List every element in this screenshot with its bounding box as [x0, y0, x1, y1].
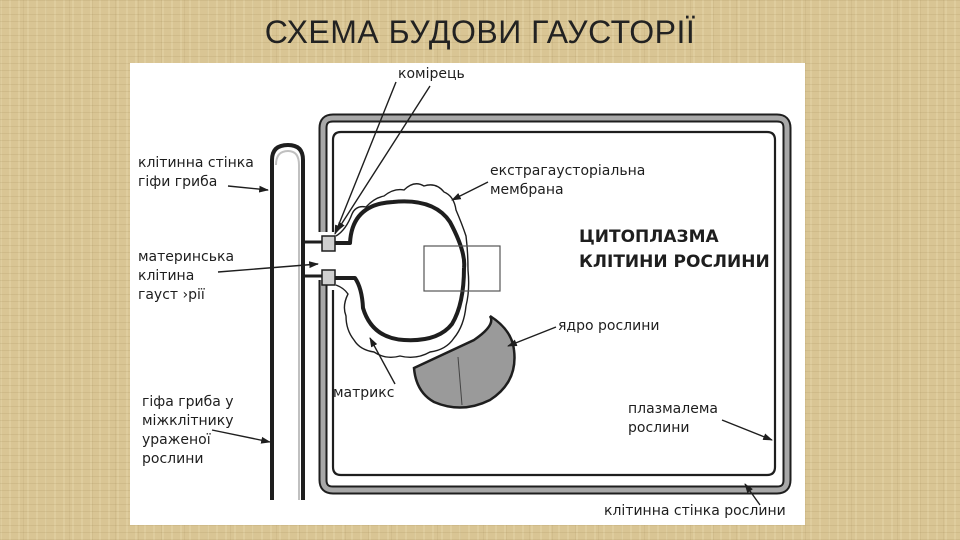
nucleus-line: [457, 356, 463, 406]
label-extrahaustorial-membrane: екстрагаусторіальна мембрана: [490, 163, 646, 198]
label-collar: комірець: [398, 66, 465, 82]
label-plant-cytoplasm: ЦИТОПЛАЗМА КЛІТИНИ РОСЛИНИ: [579, 227, 770, 272]
magnification-box: [423, 245, 501, 292]
fungal-hypha: [270, 142, 305, 500]
label-matrix: матрикс: [333, 385, 395, 401]
haustorium-body: [335, 199, 467, 343]
label-arrows: [211, 81, 773, 506]
label-plant-cell-wall: клітинна стінка рослини: [604, 503, 786, 519]
plant-nucleus: [412, 314, 516, 409]
label-hypha-wall: клітинна стінка гіфи гриба: [138, 155, 254, 190]
label-intercellular-hypha: гіфа гриба у міжклітнику ураженої рослин…: [142, 394, 234, 467]
plant-cell-wall: [318, 113, 792, 495]
extrahaustorial-membrane: [335, 183, 470, 359]
plasmalemma-line: [331, 130, 777, 477]
slide-title: СХЕМА БУДОВИ ГАУСТОРІЇ: [264, 14, 696, 50]
haustorium-neck: [303, 235, 336, 286]
label-plant-nucleus: ядро рослини: [558, 318, 660, 334]
label-haustorial-mother-cell: материнська клітина гауст ›рії: [138, 249, 235, 303]
label-plasmalemma: плазмалема рослини: [628, 401, 718, 436]
